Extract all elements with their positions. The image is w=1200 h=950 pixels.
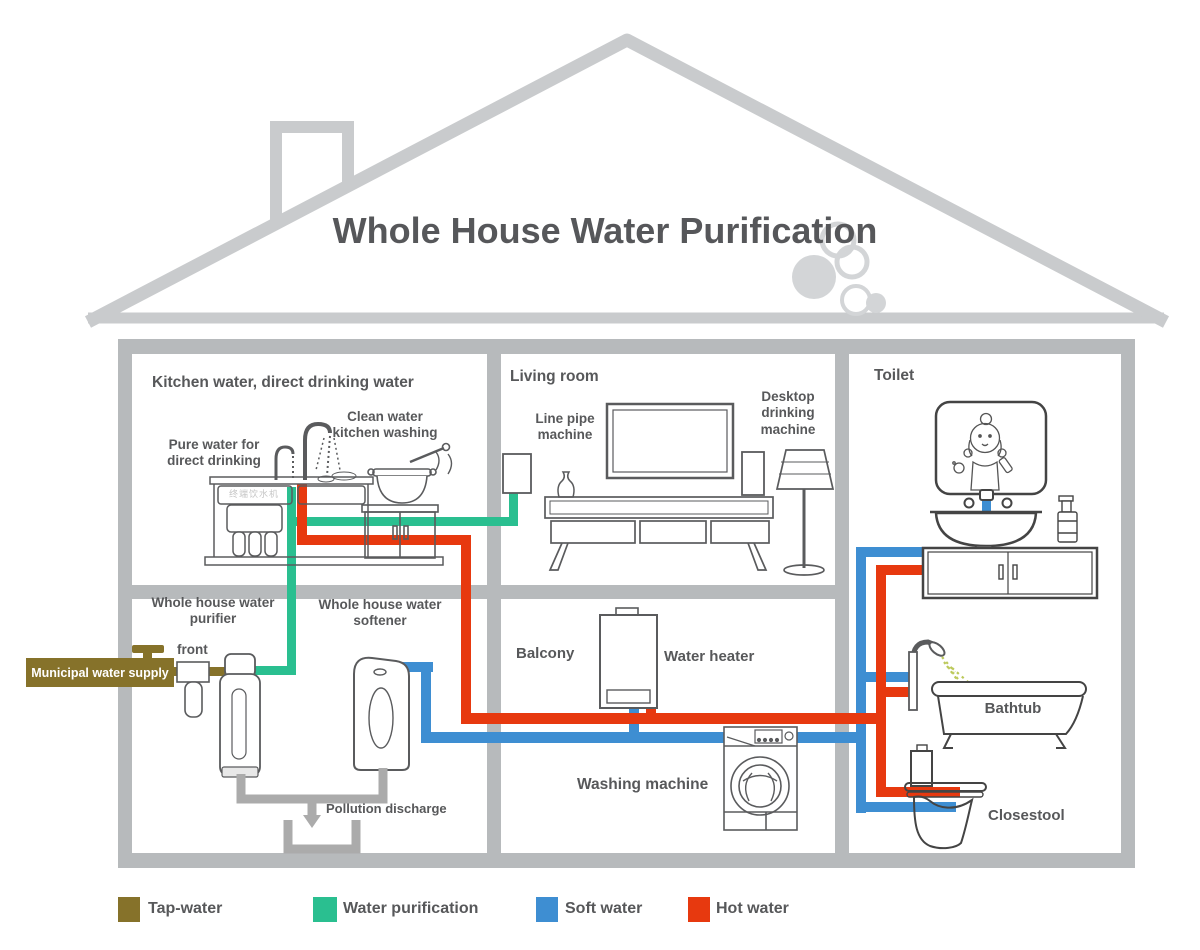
pollution-discharge-label: Pollution discharge (326, 801, 447, 816)
whole-house-softener (353, 656, 410, 771)
whole-house-softener-label: Whole house water softener (318, 597, 442, 629)
house-top-wall (118, 339, 1135, 354)
clean-water-label: Clean water kitchen washing (332, 409, 438, 441)
living-room-title: Living room (510, 368, 599, 385)
hot-pipe-to-basin (876, 565, 928, 575)
legend-label-tap-water: Tap-water (148, 900, 223, 917)
legend-swatch-water-purification (313, 897, 337, 922)
whole-house-purifier-label: Whole house water purifier (151, 595, 275, 627)
legend-swatch-hot-water (688, 897, 710, 922)
municipal-water-supply-badge: Municipal water supply (26, 658, 174, 687)
floor-divider (132, 585, 849, 599)
pollution-discharge-pipe (236, 768, 388, 854)
house-left-wall (118, 339, 132, 868)
desktop-drinking-machine-label: Desktop drinking machine (760, 389, 816, 437)
hot-pipe-toilet-riser (876, 565, 886, 797)
hot-pipe-riser (461, 535, 471, 724)
house-right-wall (1121, 339, 1135, 868)
washing-machine-label: Washing machine (577, 776, 709, 793)
purified-pipe-riser (287, 487, 296, 675)
line-pipe-machine-label: Line pipe machine (535, 411, 595, 443)
kitchen-room-title: Kitchen water, direct drinking water (152, 374, 414, 391)
soap-dispenser (1057, 495, 1078, 543)
purified-pipe-linepipe-drop (509, 490, 518, 526)
kitchen-living-wall (487, 354, 501, 585)
water-heater (599, 607, 658, 709)
kitchen-faucets (274, 421, 357, 483)
pot-and-cabinet (361, 442, 453, 559)
hot-pipe-sink-drop (297, 482, 307, 540)
bathtub-label: Bathtub (984, 700, 1042, 717)
balcony-title: Balcony (516, 645, 575, 662)
living-toilet-wall (835, 354, 849, 853)
line-pipe-machine (502, 453, 532, 494)
legend-label-hot-water: Hot water (716, 900, 789, 917)
legend-swatch-tap-water (118, 897, 140, 922)
tv-stand (544, 496, 774, 571)
front-filter-label: front (177, 642, 208, 657)
vase (557, 471, 575, 498)
legend-swatch-soft-water (536, 897, 558, 922)
soft-pipe-main (421, 732, 866, 743)
washing-machine (723, 726, 798, 831)
pure-water-label: Pure water for direct drinking (167, 437, 261, 469)
legend-label-soft-water: Soft water (565, 900, 643, 917)
hot-pipe-kitchen-run (297, 535, 471, 545)
closestool (904, 744, 987, 850)
diagram-title: Whole House Water Purification (332, 210, 878, 251)
kitchen-sink-unit (204, 476, 444, 566)
house-bottom-wall (118, 853, 1135, 868)
tv (605, 402, 735, 480)
soft-pipe-riser (421, 662, 431, 743)
front-filter (176, 661, 210, 718)
legend-label-water-purification: Water purification (343, 900, 479, 917)
purified-pipe-to-living (287, 517, 518, 526)
hot-pipe-to-shower (876, 687, 916, 697)
tap-icon (132, 645, 164, 662)
roof-outline (84, 33, 1170, 328)
purified-pipe-purifier-out (253, 666, 296, 675)
whole-house-purifier (219, 653, 261, 778)
girl-washing-face (952, 412, 1013, 491)
bubbles-decoration (792, 221, 886, 316)
toilet-room-title: Toilet (874, 367, 915, 384)
soft-pipe-to-basin (856, 547, 926, 557)
soft-pipe-softener-out (403, 662, 433, 672)
soft-pipe-to-closestool (856, 802, 956, 812)
water-heater-label: Water heater (664, 648, 755, 665)
desktop-drinking-machine (741, 451, 765, 496)
soft-pipe-basin-faucet (982, 498, 991, 516)
utility-balcony-wall (487, 599, 501, 853)
closestool-label: Closestool (988, 807, 1065, 824)
under-sink-unit-cn-label: 终端饮水机 (229, 489, 280, 499)
floor-lamp (775, 449, 835, 576)
hot-pipe-main (461, 713, 886, 724)
bathtub (931, 681, 1087, 749)
basin-and-cabinet (921, 489, 1099, 600)
